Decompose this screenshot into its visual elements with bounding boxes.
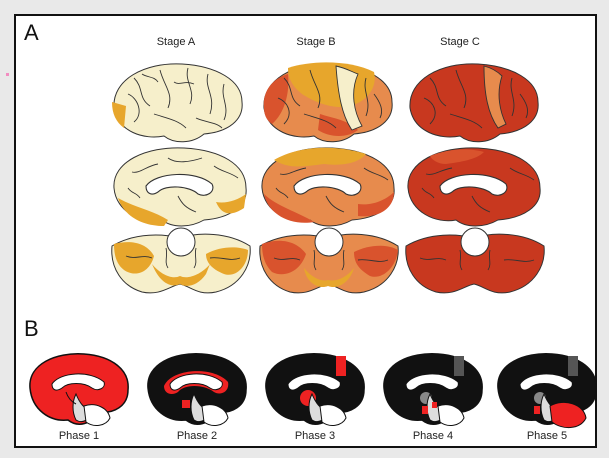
stage-a-ventral-brain [106, 228, 256, 298]
stage-a-label: Stage A [116, 36, 236, 48]
stage-b-ventral-brain [254, 228, 404, 298]
phase-3-label: Phase 3 [260, 430, 370, 442]
panel-a-letter: A [24, 20, 39, 46]
stage-c-ventral-brain [400, 228, 550, 298]
stage-a-lateral-brain [104, 58, 254, 148]
phase-5-brain [492, 350, 602, 430]
phase-3-brain [260, 350, 370, 430]
panel-b-letter: B [24, 316, 39, 342]
phase-2-brain [142, 350, 252, 430]
stage-c-medial-brain [400, 142, 550, 232]
phase-4-brain [378, 350, 488, 430]
phase-4-label: Phase 4 [378, 430, 488, 442]
stray-mark [6, 73, 9, 76]
stage-b-lateral-brain [254, 58, 404, 148]
figure-frame: A Stage A Stage B Stage C [14, 14, 597, 448]
phase-5-label: Phase 5 [492, 430, 602, 442]
stage-c-lateral-brain [400, 58, 550, 148]
phase-1-brain [24, 350, 134, 430]
phase-2-label: Phase 2 [142, 430, 252, 442]
stage-b-medial-brain [254, 142, 404, 232]
phase-1-label: Phase 1 [24, 430, 134, 442]
stage-a-medial-brain [106, 142, 256, 232]
stage-b-label: Stage B [256, 36, 376, 48]
stage-c-label: Stage C [400, 36, 520, 48]
